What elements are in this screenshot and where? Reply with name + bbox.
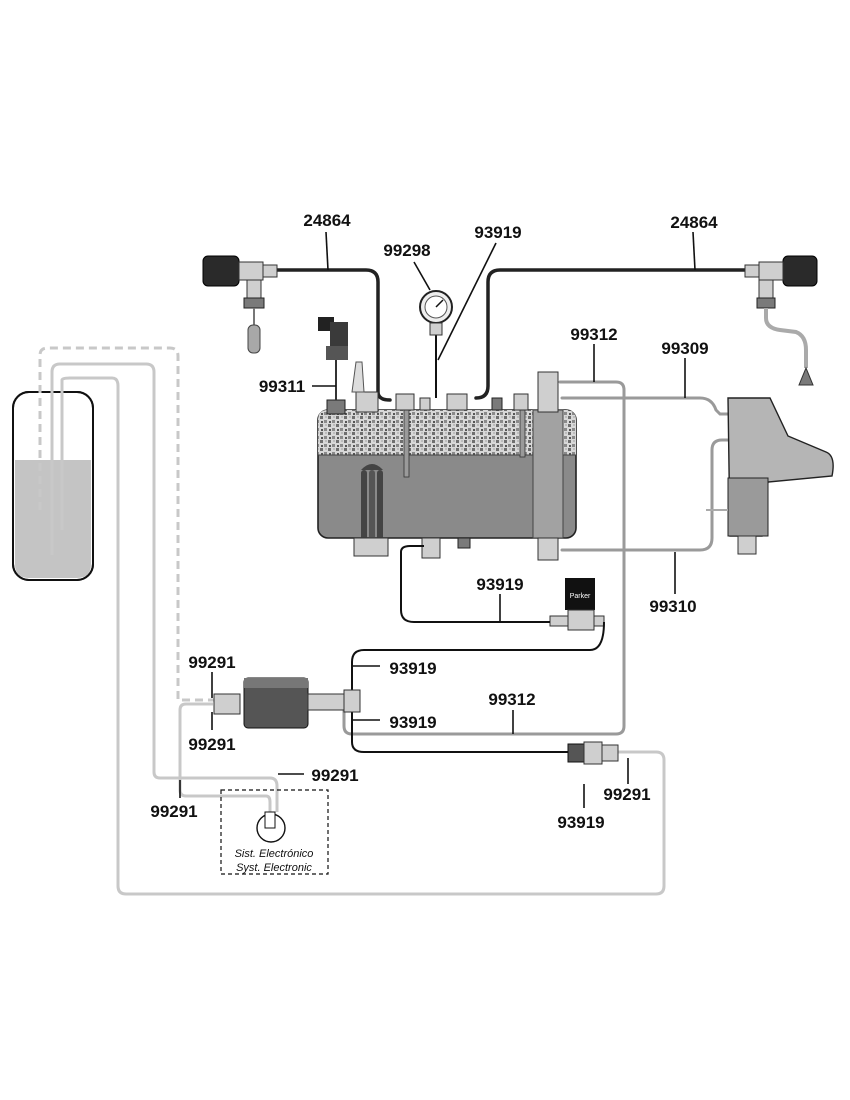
- solenoid-valve: Parker: [549, 578, 605, 631]
- label-tank-tube-upper: 99291: [188, 653, 235, 672]
- label-pump-tube-lower: 93919: [389, 713, 436, 732]
- label-boiler-bottom-pipe: 93919: [476, 575, 523, 594]
- label-return-pipe: 99312: [488, 690, 535, 709]
- label-top-right-pipe: 99312: [570, 325, 617, 344]
- group-head: [706, 397, 834, 555]
- label-pump-tube-upper: 93919: [389, 659, 436, 678]
- leader-lines: [179, 231, 696, 808]
- label-gauge-pipe: 93919: [474, 223, 521, 242]
- pressure-gauge: [419, 290, 453, 336]
- pump-tubing: [351, 545, 605, 753]
- inline-fitting: [567, 741, 619, 765]
- level-valve: [318, 317, 365, 400]
- grey-pipes: [342, 380, 730, 736]
- solenoid-brand: Parker: [570, 593, 591, 600]
- boiler: [317, 371, 577, 561]
- part-labels: 24864 24864 99298 93919 99311 99312 9930…: [150, 211, 718, 832]
- left-steam-valve: [202, 255, 278, 354]
- label-left-tube: 99291: [150, 802, 197, 821]
- electronic-system-box: Sist. Electrónico Syst. Electronic: [220, 789, 329, 875]
- label-gauge: 99298: [383, 241, 430, 260]
- heating-element: [361, 464, 383, 540]
- label-left-steam-hose: 24864: [303, 211, 351, 230]
- electronic-caption-es: Sist. Electrónico: [235, 848, 314, 860]
- label-inline-right-tube: 99291: [603, 785, 650, 804]
- label-inline-fitting: 93919: [557, 813, 604, 832]
- pump-motor: [213, 677, 361, 729]
- electronic-caption-en: Syst. Electronic: [236, 862, 312, 874]
- label-tank-tube-lower: 99291: [188, 735, 235, 754]
- label-right-steam-hose: 24864: [670, 213, 718, 232]
- label-electronic-tube: 99291: [311, 766, 358, 785]
- right-steam-valve: [744, 255, 818, 386]
- label-level-valve: 99311: [259, 377, 305, 396]
- label-group-pipe-lower: 99310: [649, 597, 696, 616]
- label-group-pipe-upper: 99309: [661, 339, 708, 358]
- steam-hoses: [274, 268, 747, 402]
- tank-tubes: [38, 346, 666, 896]
